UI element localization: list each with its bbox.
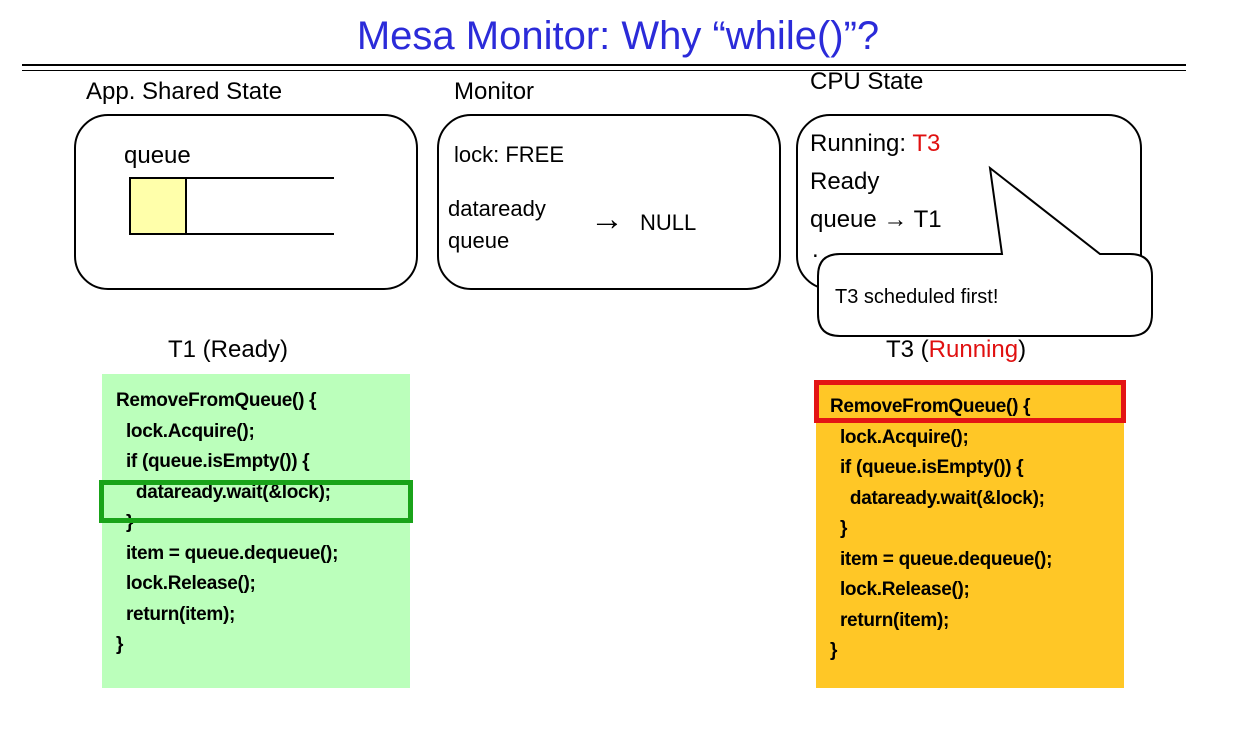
app-state-header: App. Shared State (86, 78, 283, 105)
ready-queue: queue → T1 (810, 206, 942, 233)
code-line: return(item); (116, 603, 236, 625)
code-line: } (116, 634, 124, 655)
queue-label: queue (124, 142, 191, 169)
code-line: item = queue.dequeue(); (830, 548, 1053, 570)
code-line: RemoveFromQueue() { (830, 396, 1031, 417)
code-line: dataready.wait(&lock); (116, 481, 331, 503)
code-line: } (830, 640, 838, 661)
code-line: if (queue.isEmpty()) { (116, 451, 310, 472)
running-line: Running: T3 (810, 130, 940, 158)
code-line: return(item); (830, 609, 950, 631)
queue-graphic (129, 177, 334, 235)
ready-label: Ready (810, 168, 880, 195)
code-line: item = queue.dequeue(); (116, 542, 339, 564)
code-line: lock.Acquire(); (116, 420, 255, 442)
t1-label: T1 (Ready) (168, 336, 289, 363)
dataready-label: dataready (448, 196, 546, 221)
dataready-null: NULL (640, 210, 697, 235)
lock-status: lock: FREE (454, 142, 565, 167)
t3-label: T3 (Running) (886, 336, 1026, 364)
dataready-queue-label: queue (448, 228, 510, 253)
arrow-right-icon: → (590, 200, 624, 238)
t1-wait-highlight (99, 480, 413, 523)
callout-text: T3 scheduled first! (835, 286, 999, 308)
t3-code-block: RemoveFromQueue() { lock.Acquire(); if (… (816, 380, 1124, 688)
code-line: if (queue.isEmpty()) { (830, 457, 1024, 478)
code-line: dataready.wait(&lock); (830, 487, 1045, 509)
code-line: lock.Release(); (116, 573, 256, 594)
code-line: RemoveFromQueue() { (116, 390, 317, 411)
ready-queue-overflow: . (812, 236, 819, 263)
running-label: Running: (810, 130, 913, 157)
code-line: } (830, 518, 848, 539)
title-divider (22, 64, 1186, 66)
queue-item-cell (129, 177, 187, 235)
t3-label-state: Running (928, 336, 1019, 363)
t3-label-suffix: ) (1018, 336, 1027, 363)
t1-code-block: RemoveFromQueue() { lock.Acquire(); if (… (102, 374, 410, 688)
t3-current-line-highlight (814, 380, 1126, 423)
monitor-header: Monitor (454, 78, 535, 105)
callout-shape (817, 165, 1153, 337)
title-divider-thin (22, 70, 1186, 71)
monitor-panel (437, 114, 781, 290)
code-line: lock.Acquire(); (830, 426, 969, 448)
t3-label-prefix: T3 ( (886, 336, 929, 363)
cpu-state-header: CPU State (810, 68, 924, 95)
running-thread: T3 (912, 130, 941, 157)
code-line: lock.Release(); (830, 579, 970, 600)
callout-bubble (817, 165, 1153, 337)
slide-title: Mesa Monitor: Why “while()”? (356, 14, 880, 58)
